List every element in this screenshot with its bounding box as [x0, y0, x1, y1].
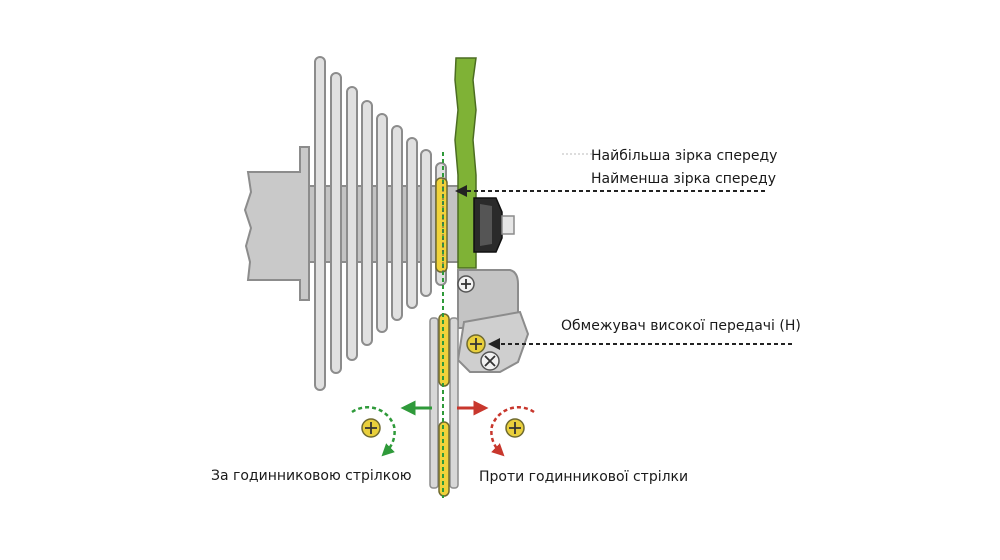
label-biggest-front: Найбільша зірка спереду [591, 148, 777, 164]
cassette [314, 56, 447, 391]
cog [314, 56, 326, 391]
phillips-screw-icon [361, 418, 381, 438]
cog [420, 149, 432, 297]
low-limit-screw [480, 351, 500, 371]
counterclockwise-arrow-icon [490, 406, 535, 457]
phillips-screw-icon [505, 418, 525, 438]
cog [376, 113, 388, 333]
chain-on-cog [435, 177, 448, 273]
screw-top [457, 275, 475, 293]
clockwise-arrow-icon [351, 406, 396, 457]
label-smallest-front: Найменша зірка спереду [591, 171, 776, 187]
cog [361, 100, 373, 346]
lock-nut [473, 197, 515, 253]
cog [391, 125, 403, 321]
cog [330, 72, 342, 374]
chain-green [454, 57, 477, 269]
high-limit-screw [466, 334, 486, 354]
label-counterclockwise: Проти годинникової стрілки [479, 469, 688, 485]
label-high-limit: Обмежувач високої передачі (H) [561, 318, 801, 334]
cog [346, 86, 358, 361]
cog [406, 137, 418, 309]
label-clockwise: За годинниковою стрілкою [211, 468, 412, 484]
